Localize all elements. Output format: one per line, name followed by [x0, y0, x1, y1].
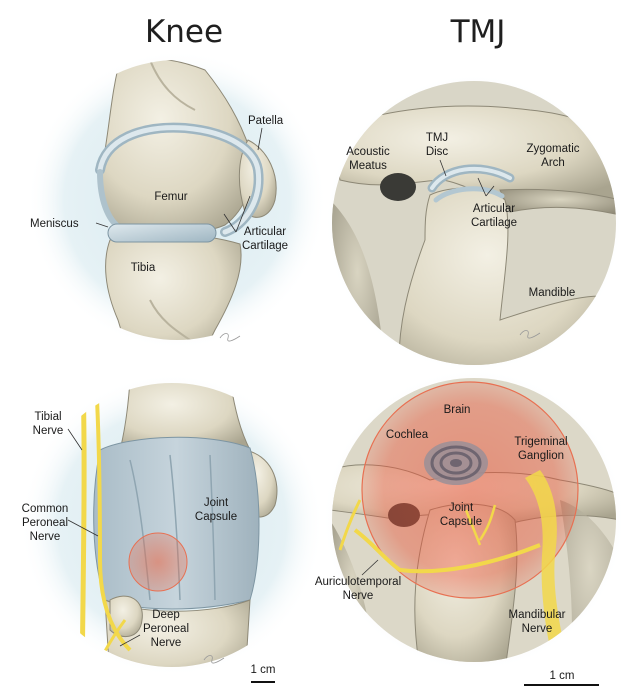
label-common-peroneal-2: Peroneal — [22, 517, 68, 529]
tmj-bottom-panel: Brain Cochlea Trigeminal Ganglion Joint … — [315, 368, 630, 685]
label-acoustic-meatus-2: Meatus — [349, 160, 387, 172]
label-mandible: Mandible — [529, 287, 576, 299]
label-deep-peroneal-3: Nerve — [151, 637, 182, 649]
label-trigeminal-2: Ganglion — [518, 450, 564, 462]
knee-scale-bar-label: 1 cm — [251, 664, 276, 676]
label-joint-capsule-2: Capsule — [195, 511, 237, 523]
label-patella: Patella — [248, 115, 284, 127]
meniscus — [108, 224, 216, 242]
label-femur: Femur — [154, 191, 187, 203]
label-trigeminal-1: Trigeminal — [514, 436, 567, 448]
label-zygomatic-arch-2: Arch — [541, 157, 565, 169]
label-acoustic-meatus-1: Acoustic — [346, 146, 390, 158]
label-common-peroneal-1: Common — [22, 503, 69, 515]
label-articular-cartilage-2: Cartilage — [242, 240, 288, 252]
label-tmj-disc-2: Disc — [426, 146, 449, 158]
tmj-scale-bar-label: 1 cm — [550, 670, 575, 682]
label-tmj-articular-1: Articular — [473, 203, 515, 215]
label-common-peroneal-3: Nerve — [30, 531, 61, 543]
label-tmj-articular-2: Cartilage — [471, 217, 517, 229]
knee-bottom-panel: Tibial Nerve Common Peroneal Nerve Joint… — [20, 373, 324, 682]
knee-top-panel: Patella Femur Meniscus Articular Cartila… — [27, 50, 327, 360]
label-auriculotemporal-2: Nerve — [343, 590, 374, 602]
label-deep-peroneal-2: Peroneal — [143, 623, 189, 635]
label-mandibular-nerve-2: Nerve — [522, 623, 553, 635]
label-tibial-nerve-1: Tibial — [34, 411, 61, 423]
tmj-top-panel: Acoustic Meatus TMJ Disc Zygomatic Arch … — [320, 70, 630, 380]
knee-highlight-region — [129, 533, 187, 591]
label-articular-cartilage-1: Articular — [244, 226, 286, 238]
label-deep-peroneal-1: Deep — [152, 609, 180, 621]
tibial-nerve — [82, 380, 84, 680]
label-tibial-nerve-2: Nerve — [33, 425, 64, 437]
label-tibia: Tibia — [131, 262, 156, 274]
label-joint-capsule-1: Joint — [204, 497, 229, 509]
acoustic-meatus — [380, 173, 416, 201]
label-tmj-disc-1: TMJ — [426, 132, 448, 144]
label-cochlea: Cochlea — [386, 429, 429, 441]
cochlea-spiral — [424, 441, 488, 485]
label-tmj-joint-capsule-1: Joint — [449, 502, 474, 514]
label-auriculotemporal-1: Auriculotemporal — [315, 576, 401, 588]
label-tmj-joint-capsule-2: Capsule — [440, 516, 482, 528]
label-mandibular-nerve-1: Mandibular — [509, 609, 566, 621]
label-zygomatic-arch-1: Zygomatic — [526, 143, 579, 155]
label-brain: Brain — [444, 404, 471, 416]
label-meniscus: Meniscus — [30, 218, 79, 230]
